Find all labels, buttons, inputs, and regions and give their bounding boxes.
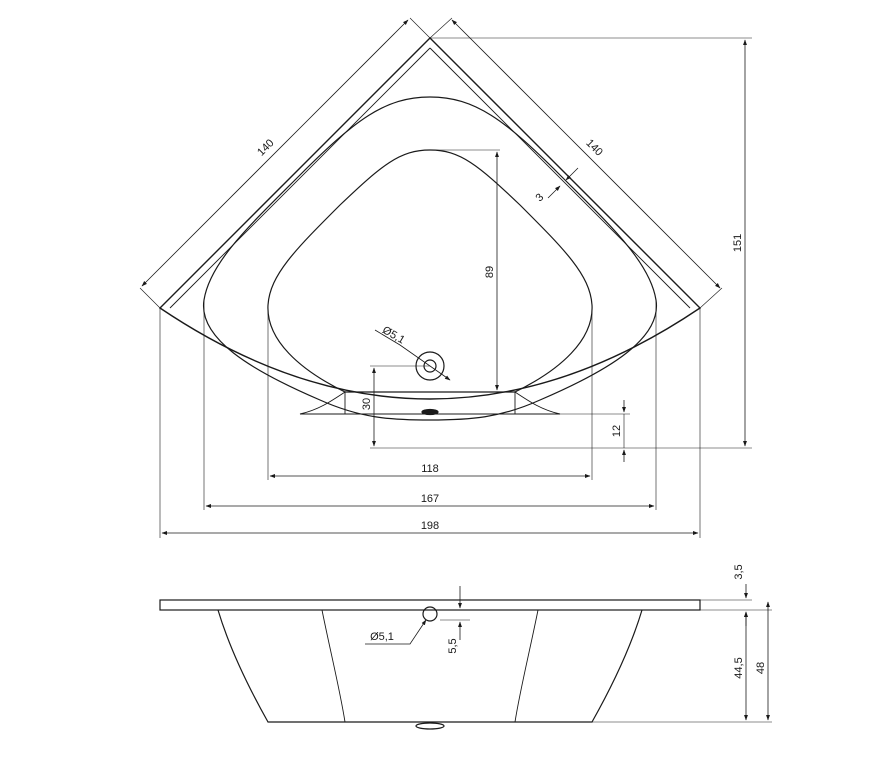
label-depth-total: 151 bbox=[732, 234, 744, 252]
label-side-left: 140 bbox=[255, 137, 276, 158]
label-overflow-offset: 5,5 bbox=[447, 638, 459, 653]
overflow-leader bbox=[365, 619, 427, 645]
side-body bbox=[217, 609, 643, 723]
basin-outline bbox=[267, 149, 593, 393]
label-overflow-diameter: Ø5,1 bbox=[370, 631, 394, 643]
outer-shell bbox=[158, 37, 702, 400]
label-drain-diameter: Ø5,1 bbox=[380, 324, 407, 346]
rim-outline bbox=[429, 47, 691, 309]
dim-line-side-left bbox=[141, 19, 409, 287]
label-rim: 3 bbox=[533, 191, 546, 204]
label-total-height: 48 bbox=[755, 662, 767, 674]
label-rim-thickness: 3,5 bbox=[733, 564, 745, 579]
plan-labels: 140 140 3 89 Ø5,1 30 12 151 118 167 198 bbox=[255, 137, 744, 532]
label-width-inner: 167 bbox=[421, 493, 439, 505]
label-basin-depth: 89 bbox=[484, 266, 496, 278]
side-rim bbox=[159, 599, 701, 611]
plan-view bbox=[139, 17, 752, 538]
label-basin-height: 44,5 bbox=[733, 657, 745, 678]
label-front-offset: 12 bbox=[611, 425, 623, 437]
label-side-right: 140 bbox=[583, 137, 604, 158]
drain-leader bbox=[374, 329, 451, 381]
side-view bbox=[159, 584, 772, 730]
label-drain-offset: 30 bbox=[361, 398, 373, 410]
dim-line-side-right bbox=[451, 19, 721, 289]
label-width-basin: 118 bbox=[421, 463, 439, 475]
side-labels: 3,5 Ø5,1 5,5 44,5 48 bbox=[370, 564, 767, 678]
label-width-total: 198 bbox=[421, 520, 439, 532]
overflow-hole bbox=[422, 606, 438, 622]
